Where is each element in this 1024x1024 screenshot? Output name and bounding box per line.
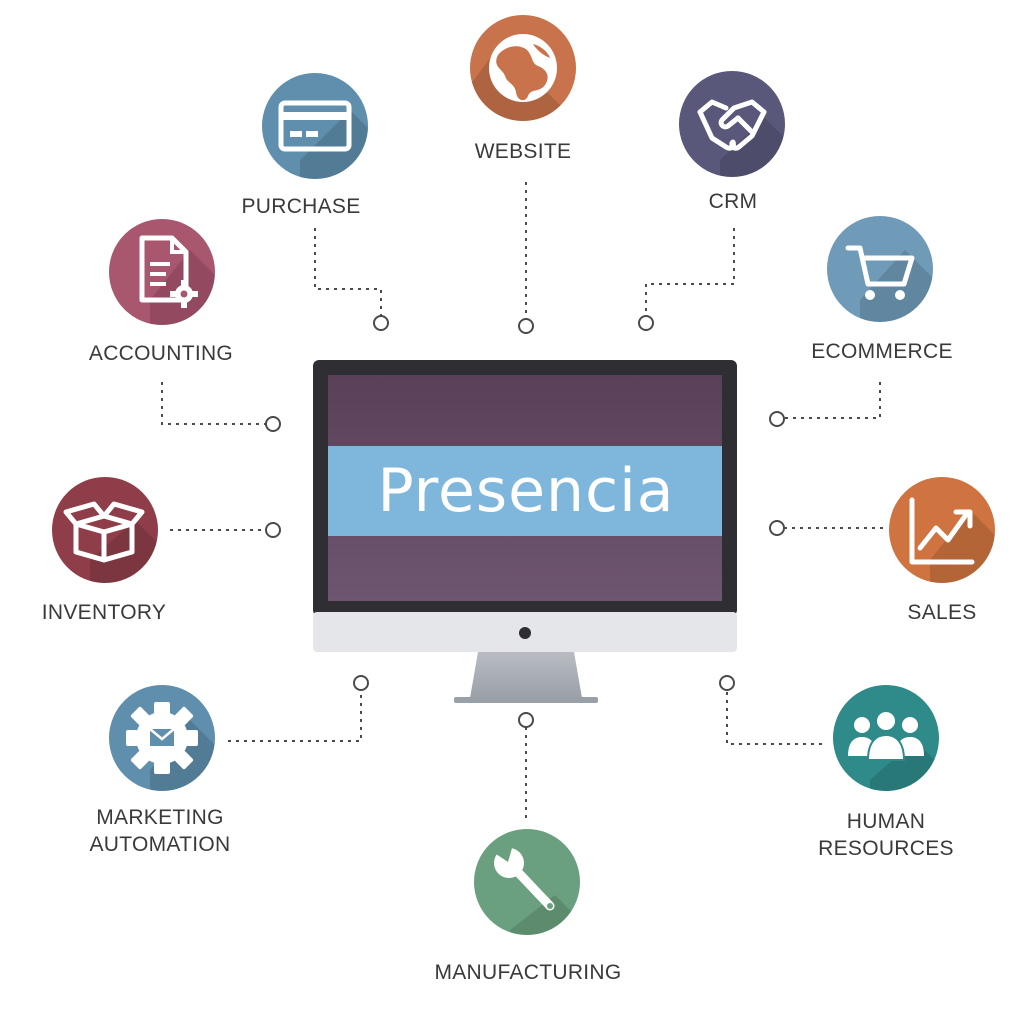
node-crm (638, 315, 654, 331)
website-label: WEBSITE (474, 140, 572, 163)
ecommerce-badge (827, 216, 933, 322)
node-ecommerce (769, 411, 785, 427)
module-website[interactable] (470, 15, 620, 200)
connector-purchase (314, 228, 382, 316)
monitor-stand (470, 652, 582, 698)
monitor-base (454, 697, 598, 703)
camera-dot (519, 627, 531, 639)
node-inventory (265, 522, 281, 538)
module-human-resources[interactable] (833, 685, 980, 850)
connector-crm (645, 228, 735, 316)
sales-badge (889, 477, 995, 583)
node-hr (719, 675, 735, 691)
node-website (518, 318, 534, 334)
connector-hr (726, 690, 822, 745)
sales-label: SALES (907, 601, 977, 624)
handshake-icon (697, 99, 767, 151)
connector-accounting (161, 382, 266, 425)
module-manufacturing[interactable] (474, 829, 620, 1000)
marketing-automation-label-line2: AUTOMATION (89, 833, 231, 856)
human-resources-label-line2: RESOURCES (818, 837, 954, 860)
wrench-icon (493, 842, 555, 911)
globe-icon (489, 34, 557, 102)
brand-name: Presencia (377, 456, 675, 526)
document-gear-icon (139, 235, 198, 308)
connector-nodes (265, 315, 785, 728)
crm-label: CRM (708, 190, 758, 213)
marketing-automation-label: MARKETING AUTOMATION (60, 804, 260, 858)
brand-band (328, 446, 722, 536)
credit-card-icon (278, 100, 352, 152)
inventory-label: INVENTORY (41, 601, 167, 624)
marketing-automation-label-line1: MARKETING (96, 806, 224, 829)
people-group-icon (848, 710, 924, 761)
connector-ecommerce (784, 382, 881, 419)
purchase-badge (262, 73, 368, 179)
connector-marketing (228, 690, 362, 742)
ecommerce-label: ECOMMERCE (811, 340, 953, 363)
node-sales (769, 520, 785, 536)
open-box-icon (63, 501, 145, 563)
node-manufacturing (518, 712, 534, 728)
node-accounting (265, 416, 281, 432)
connectors (161, 182, 884, 822)
manufacturing-label: MANUFACTURING (434, 961, 622, 984)
shopping-cart-icon (845, 245, 915, 300)
accounting-label: ACCOUNTING (88, 342, 234, 365)
node-purchase (373, 315, 389, 331)
purchase-label: PURCHASE (241, 195, 361, 218)
human-resources-label-line1: HUMAN (846, 810, 926, 833)
monitor (313, 360, 737, 703)
gear-envelope-icon (126, 702, 198, 774)
rising-chart-icon (909, 497, 975, 565)
human-resources-label: HUMAN RESOURCES (786, 808, 986, 862)
node-marketing (353, 675, 369, 691)
